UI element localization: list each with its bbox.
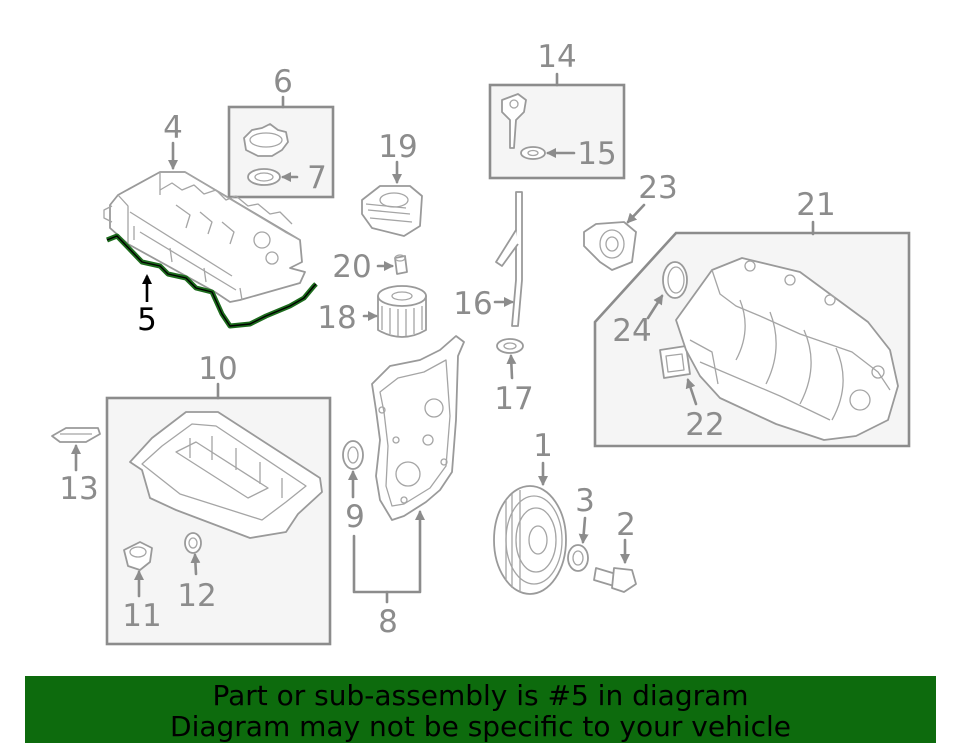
callout-7: 7 (307, 160, 327, 196)
valve-cover-gasket-highlighted (106, 233, 318, 329)
oil-pan-part (129, 411, 323, 539)
oil-cooler-part (361, 185, 423, 237)
fitting-part (394, 254, 408, 275)
callout-8: 8 (378, 604, 398, 640)
dipstick-oring-part (520, 146, 546, 160)
callout-4: 4 (163, 110, 183, 146)
callout-3: 3 (575, 483, 595, 519)
banner-line-2: Diagram may not be specific to your vehi… (170, 710, 791, 743)
callout-20: 20 (332, 249, 371, 285)
callout-10: 10 (198, 351, 237, 387)
cap-seal-part (247, 168, 281, 186)
info-banner: Part or sub-assembly is #5 in diagram Di… (25, 676, 936, 743)
drain-plug-part (123, 541, 153, 571)
callout-2: 2 (616, 507, 636, 543)
dipstick-handle-part (501, 93, 527, 149)
throttle-body-part (583, 221, 637, 271)
intake-manifold-part (675, 257, 899, 441)
drain-gasket-part (184, 532, 202, 554)
callout-13: 13 (59, 471, 98, 507)
oil-filter-part (377, 285, 427, 338)
callout-19: 19 (378, 129, 417, 165)
callout-15: 15 (577, 136, 616, 172)
callout-21: 21 (796, 187, 835, 223)
callout-6: 6 (273, 64, 293, 100)
callout-1: 1 (533, 428, 553, 464)
callout-24: 24 (612, 313, 651, 349)
front-seal-part (342, 440, 364, 470)
manifold-gasket-part (659, 345, 691, 379)
callout-18: 18 (317, 300, 356, 336)
callout-16: 16 (453, 286, 492, 322)
pulley-washer-part (567, 544, 589, 572)
tube-seal-part (496, 338, 524, 354)
callout-5: 5 (137, 302, 157, 338)
callout-17: 17 (494, 381, 533, 417)
group-box-6 (227, 105, 335, 199)
callout-14: 14 (537, 39, 576, 75)
callout-22: 22 (685, 407, 724, 443)
leader-lines (71, 72, 815, 604)
pulley-bolt-part (593, 567, 637, 593)
oil-filler-cap-part (243, 123, 289, 157)
callout-23: 23 (638, 170, 677, 206)
callout-11: 11 (122, 598, 161, 634)
banner-line-1: Part or sub-assembly is #5 in diagram (212, 679, 749, 712)
callout-12: 12 (177, 578, 216, 614)
callout-9: 9 (345, 499, 365, 535)
throttle-gasket-part (662, 261, 688, 299)
crankshaft-pulley-part (493, 485, 567, 595)
dipstick-tube-part (495, 191, 523, 327)
bracket-part (51, 427, 101, 443)
timing-cover-part (371, 335, 465, 521)
callout-labels: 1 2 3 4 5 6 7 8 9 10 11 12 13 14 15 16 1… (59, 39, 835, 640)
valve-cover-part (103, 171, 306, 303)
